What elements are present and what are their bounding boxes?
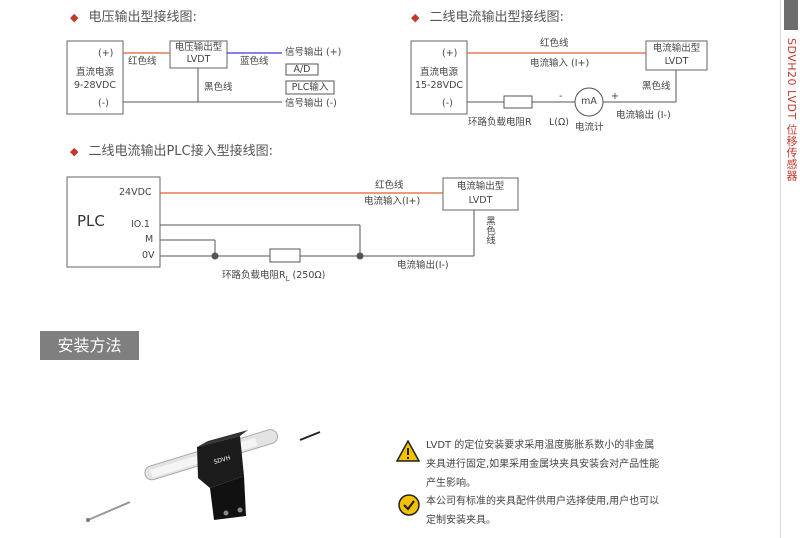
plc-current-out-label: 电流输出(I-) <box>397 260 449 271</box>
plc-resistor-label: 环路负载电阻RL (250Ω) <box>222 270 326 283</box>
voltage-source-label2: 9-28VDC <box>73 80 116 91</box>
warning-icon <box>396 440 420 462</box>
current-black-wire-label: 黑色线 <box>642 81 671 92</box>
meter-caption: 电流计 <box>575 122 604 133</box>
right-sidebar: SDVH20 LVDT 位移传感器 <box>780 0 800 538</box>
voltage-source-label1: 直流电源 <box>75 67 114 78</box>
meter-minus: - <box>559 91 563 102</box>
heading-plc: ◆二线电流输出PLC接入型接线图: <box>70 144 274 159</box>
heading-current: ◆二线电流输出型接线图: <box>411 10 564 25</box>
current-minus-label: (-) <box>442 98 453 109</box>
signal-minus-label: 信号输出 (-) <box>285 98 337 109</box>
heading-voltage: ◆电压输出型接线图: <box>70 10 197 25</box>
plc-label: PLC <box>77 212 105 230</box>
diamond-icon: ◆ <box>411 11 420 24</box>
check-icon <box>398 494 420 516</box>
ad-label: A/D <box>293 64 311 75</box>
plc-io-label: IO.1 <box>131 219 150 230</box>
current-source-box <box>410 40 468 115</box>
current-red-wire-label: 红色线 <box>540 38 569 49</box>
voltage-plus-label: (+) <box>98 48 114 59</box>
current-resistor-label: 环路负载电阻R <box>468 117 532 128</box>
plc-black-wire-label: 黑色线 <box>484 216 495 245</box>
note-warning: LVDT 的定位安装要求采用温度膨胀系数小的非金属 夹具进行固定,如果采用金属块… <box>426 440 660 489</box>
plc-box-line1: 电流输出型 <box>456 181 505 192</box>
ad-box <box>285 63 319 76</box>
plc-box <box>66 176 161 268</box>
current-source-label2: 15-28VDC <box>414 80 464 91</box>
plc-input-box <box>285 80 335 95</box>
plc-box-line2: LVDT <box>468 195 493 206</box>
voltage-red-wire-label: 红色线 <box>128 56 157 67</box>
current-resistor <box>503 95 533 109</box>
current-in-label: 电流输入 (I+) <box>530 58 590 69</box>
current-box-line1: 电流输出型 <box>652 43 701 54</box>
meter-plus: + <box>611 91 619 102</box>
current-plus-label: (+) <box>442 48 458 59</box>
plc-red-wire-label: 红色线 <box>375 180 404 191</box>
diamond-icon: ◆ <box>70 145 79 158</box>
junction-dot <box>211 252 219 260</box>
current-l-omega: L(Ω) <box>549 117 569 128</box>
signal-plus-label: 信号输出 (+) <box>285 47 342 58</box>
sidebar-tab[interactable] <box>784 0 798 30</box>
plc-0v-label: 0V <box>142 250 155 261</box>
current-source-label1: 直流电源 <box>419 67 458 78</box>
current-out-label: 电流输出 (I-) <box>616 110 671 121</box>
wiring-diagrams <box>66 40 708 522</box>
plc-24v-label: 24VDC <box>119 187 152 198</box>
current-box-line2: LVDT <box>664 56 689 67</box>
section-title-install: 安装方法 <box>40 331 139 360</box>
plc-current-in-label: 电流输入(I+) <box>364 196 421 207</box>
voltage-box-line1: 电压输出型 <box>174 42 223 53</box>
note-info: 本公司有标准的夹具配件供用户选择使用,用户也可以 定制安装夹具。 <box>426 496 660 526</box>
lvdt-product-image <box>86 429 321 522</box>
voltage-box-line2: LVDT <box>186 54 211 65</box>
voltage-minus-label: (-) <box>98 98 109 109</box>
plc-resistor <box>269 248 301 263</box>
voltage-black-wire-label: 黑色线 <box>204 82 233 93</box>
sidebar-vertical-label: SDVH20 LVDT 位移传感器 <box>785 38 798 182</box>
diamond-icon: ◆ <box>70 11 79 24</box>
voltage-blue-wire-label: 蓝色线 <box>240 56 269 67</box>
voltage-source-box <box>66 40 124 115</box>
plc-m-label: M <box>145 234 154 245</box>
meter-label: mA <box>581 96 597 107</box>
plc-lvdt-box <box>442 177 519 211</box>
plc-input-label: PLC输入 <box>291 82 329 93</box>
junction-dot <box>356 252 364 260</box>
